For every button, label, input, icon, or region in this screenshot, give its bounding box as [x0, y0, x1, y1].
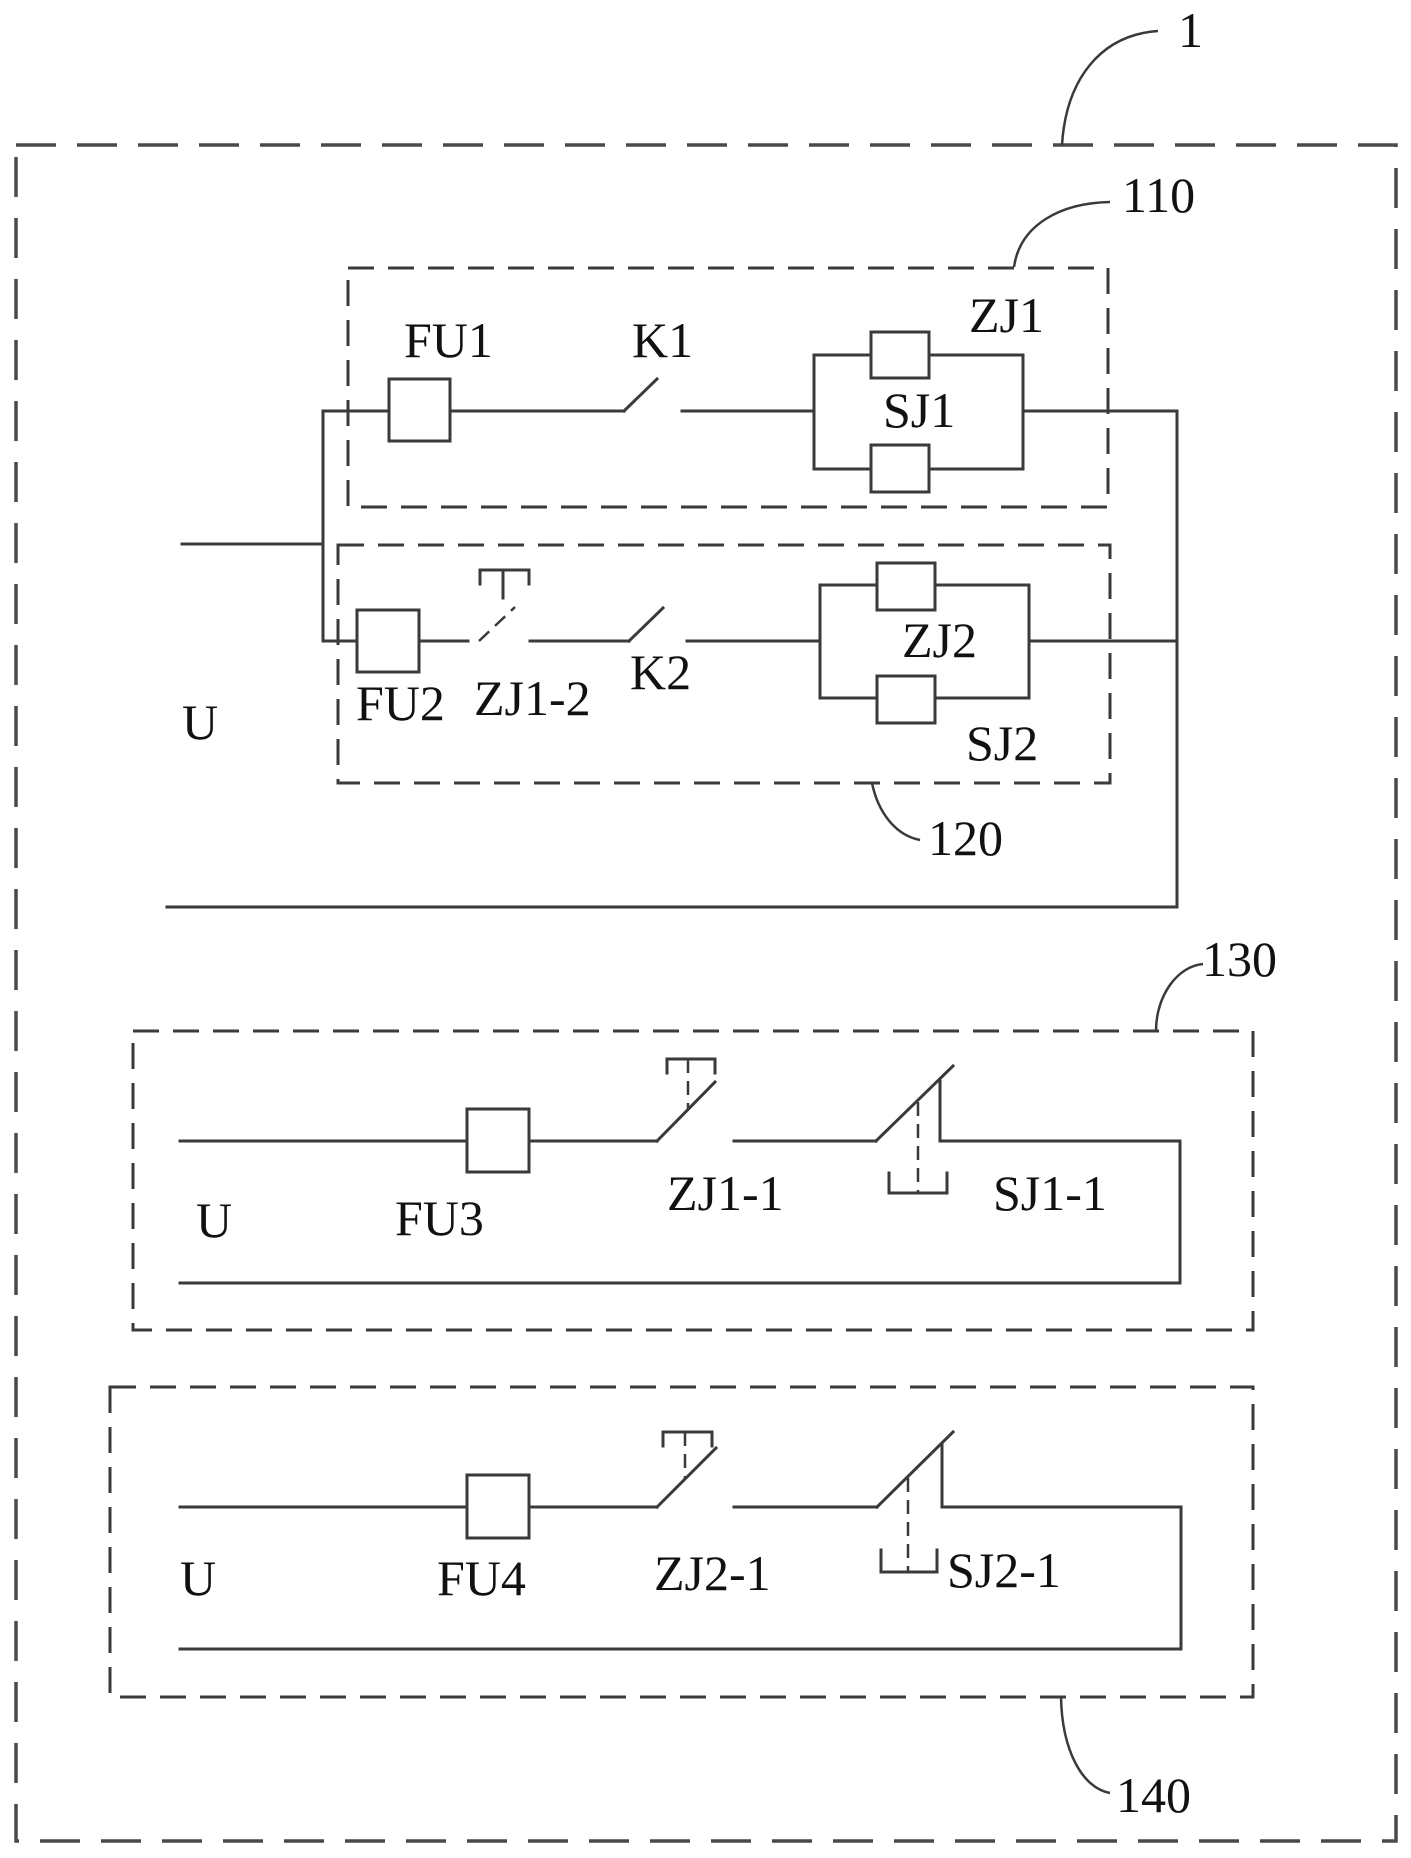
label-130: 130 — [1202, 931, 1277, 987]
label-supply-u-140: U — [180, 1550, 216, 1606]
relay-zj1 — [869, 330, 931, 380]
module-120-boundary — [336, 543, 1112, 785]
contact-sj1-1-bracket — [887, 1171, 949, 1195]
module-110: 110 FU1 K1 ZJ1 SJ1 — [321, 167, 1195, 509]
label-supply-u-130: U — [196, 1192, 232, 1248]
relay-sj1 — [869, 443, 931, 494]
fuse-fu4 — [465, 1473, 531, 1540]
module-140: 140 FU4 U ZJ2-1 SJ2-1 — [108, 1385, 1255, 1823]
module-130: 130 FU3 U ZJ1-1 SJ1-1 — [131, 931, 1277, 1332]
leader-140 — [1059, 1696, 1111, 1795]
contact-zj2-1-blade — [654, 1445, 719, 1510]
label-zj2: ZJ2 — [902, 612, 977, 668]
label-device: 1 — [1178, 2, 1203, 58]
label-zj1-1: ZJ1-1 — [667, 1165, 784, 1221]
label-zj1: ZJ1 — [969, 287, 1044, 343]
switch-k1-blade — [621, 376, 660, 414]
module-130-boundary — [131, 1029, 1255, 1332]
leader-120 — [870, 782, 921, 842]
device-boundary — [14, 143, 1398, 1843]
leader-130 — [1154, 962, 1204, 1032]
label-140: 140 — [1116, 1767, 1191, 1823]
leader-device — [1060, 29, 1159, 146]
contact-zj1-1-bracket — [665, 1057, 717, 1075]
label-sj1-1: SJ1-1 — [993, 1165, 1107, 1221]
label-sj2-1: SJ2-1 — [947, 1542, 1061, 1598]
switch-k2-blade — [626, 605, 666, 644]
label-k2: K2 — [630, 644, 691, 700]
upper-circuit: U — [165, 409, 1179, 909]
contact-zj1-2-blade — [478, 606, 516, 642]
module-140-boundary — [108, 1385, 1255, 1699]
relay-sj2 — [875, 674, 937, 725]
label-fu3: FU3 — [395, 1190, 484, 1246]
label-fu1: FU1 — [404, 312, 493, 368]
label-sj2: SJ2 — [966, 715, 1038, 771]
fuse-fu1 — [387, 377, 452, 443]
wire — [178, 1139, 1182, 1285]
label-120: 120 — [928, 810, 1003, 866]
label-zj1-2: ZJ1-2 — [474, 670, 591, 726]
contact-zj2-1-bracket — [661, 1430, 714, 1448]
contact-sj2-1-blade — [874, 1429, 956, 1510]
module-120: 120 FU2 ZJ1-2 K2 ZJ2 SJ2 — [321, 543, 1179, 866]
label-supply-u: U — [182, 694, 218, 750]
contact-zj1-2-bracket — [478, 568, 531, 586]
leader-110 — [1012, 200, 1111, 268]
label-fu2: FU2 — [356, 675, 445, 731]
contact-zj1-1-blade — [654, 1079, 718, 1144]
relay-zj2 — [875, 561, 937, 612]
label-sj1: SJ1 — [883, 382, 955, 438]
fuse-fu2 — [355, 608, 421, 674]
contact-sj2-1-bracket — [879, 1548, 939, 1574]
label-k1: K1 — [632, 312, 693, 368]
label-fu4: FU4 — [437, 1550, 526, 1606]
fuse-fu3 — [465, 1107, 531, 1174]
label-zj2-1: ZJ2-1 — [654, 1545, 771, 1601]
label-110: 110 — [1122, 167, 1195, 223]
wire — [178, 1505, 1183, 1651]
module-110-boundary — [346, 266, 1110, 509]
